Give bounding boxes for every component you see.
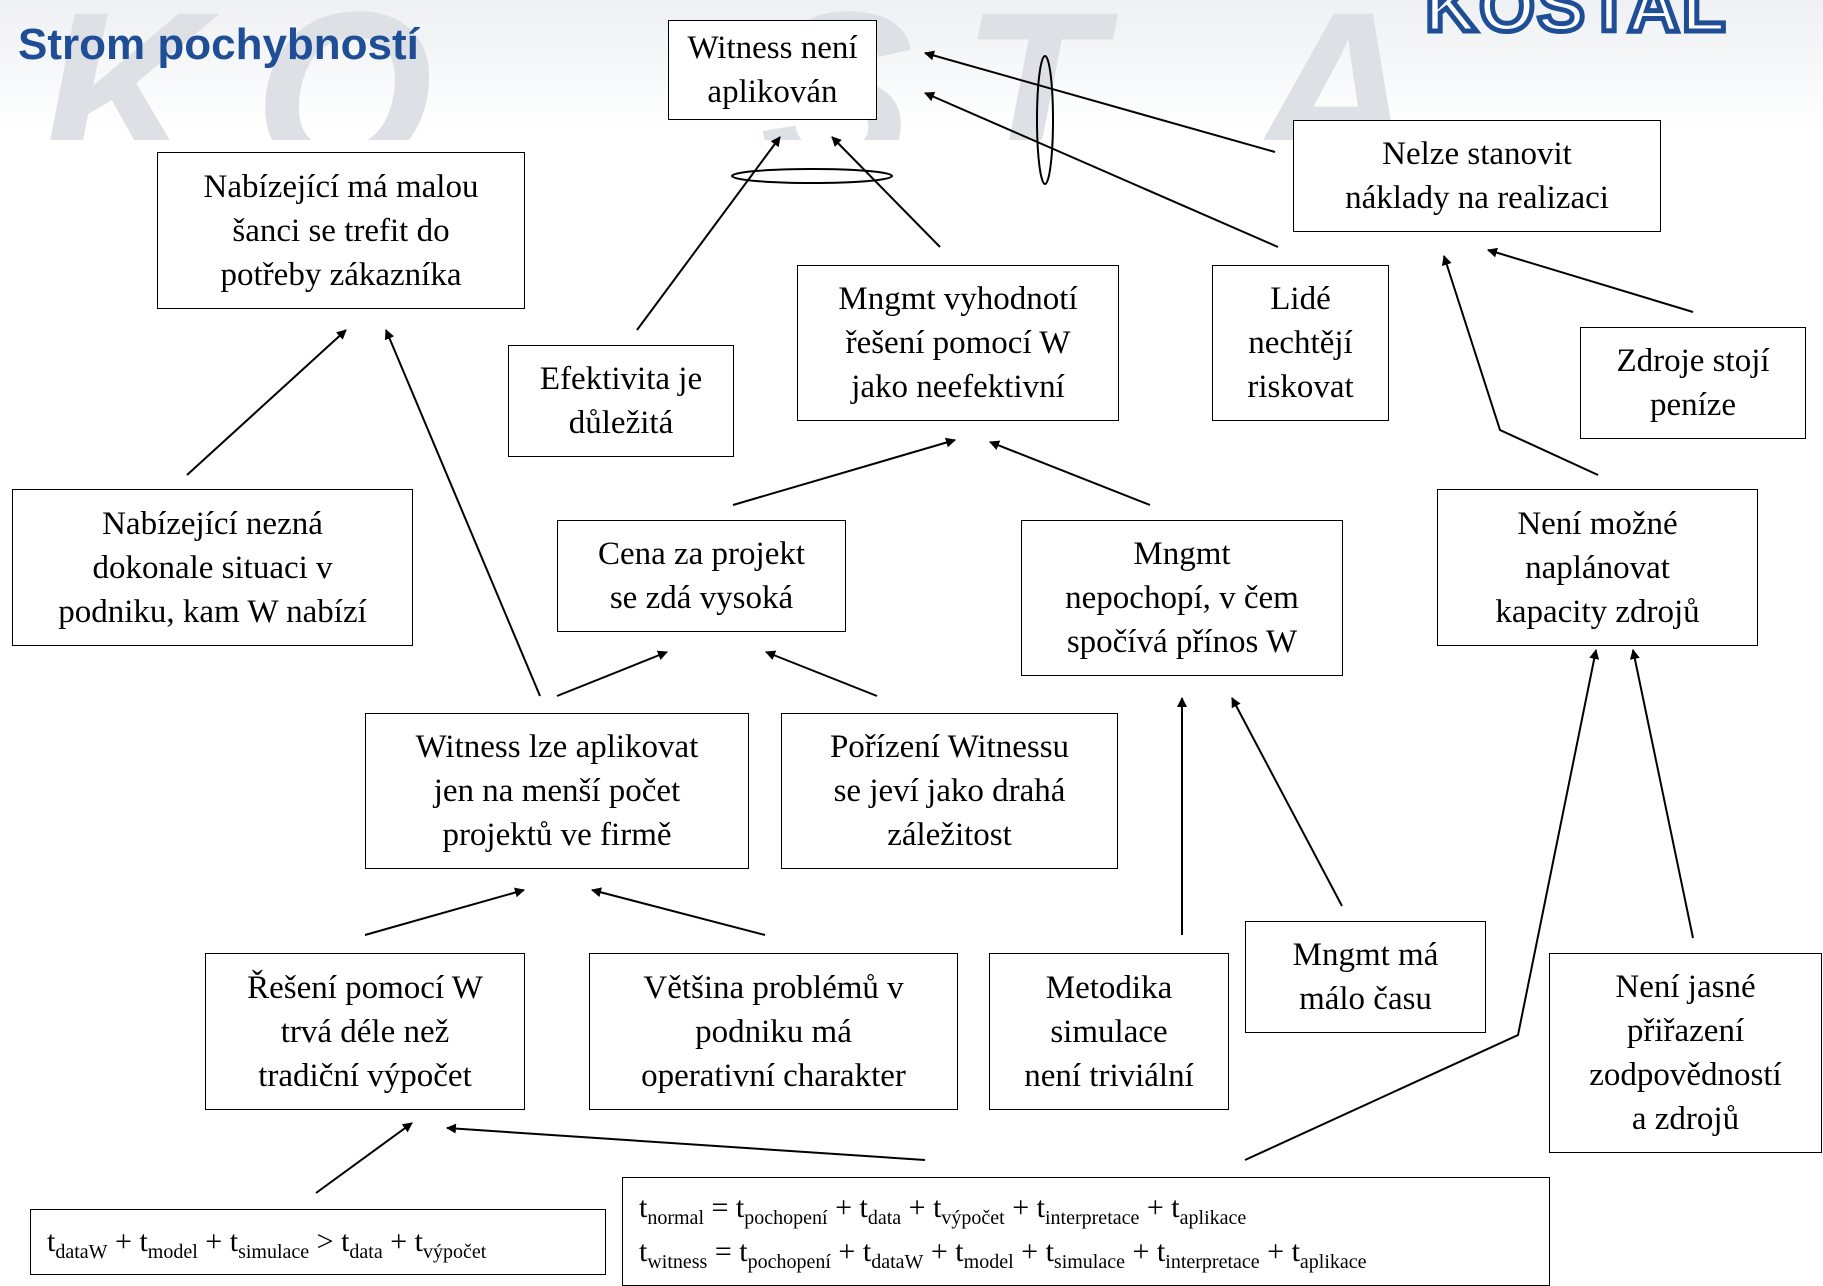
node-mngmt-malo-casu: Mngmt má málo času: [1245, 921, 1486, 1033]
node-mngmt-nepochopi: Mngmt nepochopí, v čem spočívá přínos W: [1021, 520, 1343, 676]
watermark-letters: A: [1250, 0, 1416, 140]
page-title: Strom pochybností: [18, 20, 419, 69]
node-witness-neni-aplikovan: Witness není aplikován: [668, 20, 877, 120]
node-reseni-trva: Řešení pomocí W trvá déle než tradiční v…: [205, 953, 525, 1110]
node-metodika: Metodika simulace není triviální: [989, 953, 1229, 1110]
watermark-letters: K O: [40, 0, 433, 140]
arrow-zdroje-to-nelze: [1487, 247, 1694, 313]
node-zdroje-penize: Zdroje stojí peníze: [1580, 327, 1806, 439]
arrow-lide-to-witness: [924, 92, 1279, 248]
node-nabizejici-mala-sance: Nabízející má malou šanci se trefit do p…: [157, 152, 525, 309]
arrow-witness-mensi-to-cena: [556, 650, 668, 697]
arrow-neni-mozne-to-nelze: [1441, 255, 1599, 476]
arrow-efektivita-to-witness: [636, 136, 781, 331]
and-ellipse-right: [1036, 55, 1054, 185]
node-neni-jasne: Není jasné přiřazení zodpovědností a zdr…: [1549, 953, 1822, 1153]
node-vetsina-problemu: Většina problémů v podniku má operativní…: [589, 953, 958, 1110]
node-neni-mozne: Není možné naplánovat kapacity zdrojů: [1437, 489, 1758, 646]
arrow-neni-jasne-to-neni-mozne: [1629, 649, 1694, 939]
node-cena-projekt: Cena za projekt se zdá vysoká: [557, 520, 846, 632]
arrow-porizeni-to-cena: [765, 650, 878, 697]
node-nabizejici-nezna: Nabízející nezná dokonale situaci v podn…: [12, 489, 413, 646]
node-porizeni-witnessu: Pořízení Witnessu se jeví jako drahá zál…: [781, 713, 1118, 869]
formula-witness-row: twitness = tpochopení + tdataW + tmodel …: [639, 1235, 1367, 1273]
arrow-cena-to-mngmt: [732, 437, 956, 506]
and-ellipse-bottom: [731, 168, 893, 184]
arrow-formula-left-to-reseni: [315, 1122, 413, 1194]
node-nelze-stanovit: Nelze stanovit náklady na realizaci: [1293, 120, 1661, 232]
node-witness-mensi-pocet: Witness lze aplikovat jen na menší počet…: [365, 713, 749, 869]
arrow-vetsina-to-witness-mensi: [591, 887, 766, 936]
arrow-witness-mensi-to-sance: [384, 329, 541, 697]
arrow-nabizejici-nezna-to-sance: [186, 329, 347, 476]
arrow-reseni-to-witness-mensi: [364, 887, 525, 936]
arrow-malo-casu-to-nepochopi: [1231, 697, 1343, 907]
node-lide-riskovat: Lidé nechtějí riskovat: [1212, 265, 1389, 421]
formula-right: tnormal = tpochopení + tdata + tvýpočet …: [622, 1177, 1550, 1286]
arrow-formula-to-neni-mozne: [1244, 649, 1600, 1161]
node-mngmt-vyhodnoti: Mngmt vyhodnotí řešení pomocí W jako nee…: [797, 265, 1119, 421]
formula-left: tdataW + tmodel + tsimulace > tdata + tv…: [30, 1209, 606, 1275]
arrow-formula-right-to-reseni: [446, 1123, 926, 1161]
arrow-nelze-to-witness: [924, 50, 1276, 153]
kostal-logo: KOSTAL: [1423, 0, 1729, 50]
formula-normal-row: tnormal = tpochopení + tdata + tvýpočet …: [639, 1191, 1247, 1229]
formula-left-row: tdataW + tmodel + tsimulace > tdata + tv…: [47, 1225, 487, 1263]
arrow-nepochopi-to-mngmt: [989, 440, 1151, 506]
node-efektivita: Efektivita je důležitá: [508, 345, 734, 457]
arrow-mngmt-vyhodnoti-to-witness: [831, 136, 941, 248]
